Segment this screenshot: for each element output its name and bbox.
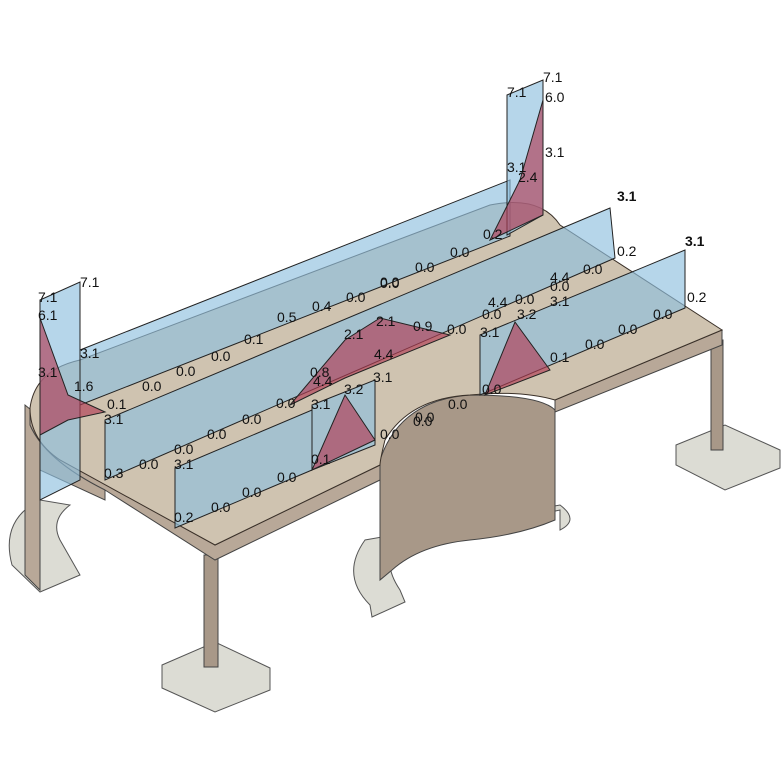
value-label: 0.0 (653, 306, 673, 322)
value-label: 0.0 (550, 278, 570, 294)
value-label: 0.2 (483, 226, 503, 242)
value-label: 3.1 (507, 159, 527, 175)
footing-right (675, 424, 781, 491)
column-front (203, 554, 219, 668)
value-label: 0.0 (448, 396, 468, 412)
value-label: 7.1 (507, 84, 527, 100)
footing-left-arc (8, 499, 81, 593)
value-label: 3.1 (617, 188, 637, 204)
value-label: 3.1 (550, 293, 570, 309)
value-label: 0.0 (515, 291, 535, 307)
value-label: 0.2 (687, 289, 707, 305)
value-label: 3.1 (174, 456, 194, 472)
value-label: 0.5 (277, 309, 297, 325)
value-label: 7.1 (38, 289, 58, 305)
value-label: 0.2 (174, 509, 194, 525)
value-label: 0.0 (211, 348, 231, 364)
value-label: 7.1 (543, 69, 563, 85)
value-label: 3.1 (80, 345, 100, 361)
value-label: 0.2 (617, 243, 637, 259)
value-label: 0.0 (618, 321, 638, 337)
value-label: 0.0 (380, 274, 400, 290)
value-label: 0.0 (242, 411, 262, 427)
diagram-labels: 7.1 7.1 6.1 3.1 3.1 1.6 0.1 3.1 0.3 0.0 … (38, 69, 707, 525)
value-label: 0.0 (413, 413, 433, 429)
value-label: 0.0 (211, 499, 231, 515)
value-label: 0.0 (415, 259, 435, 275)
value-label: 3.1 (38, 364, 58, 380)
force-diagrams (39, 79, 686, 529)
value-label: 0.0 (207, 426, 227, 442)
value-label: 4.4 (313, 373, 333, 389)
value-label: 3.1 (373, 369, 393, 385)
value-label: 0.0 (139, 456, 159, 472)
value-label: 3.1 (545, 144, 565, 160)
value-label: 0.0 (450, 244, 470, 260)
value-label: 0.0 (142, 378, 162, 394)
diagram-red-right (488, 99, 544, 242)
value-label: 0.0 (585, 336, 605, 352)
value-label: 0.0 (277, 469, 297, 485)
value-label: 0.0 (380, 426, 400, 442)
value-label: 2.4 (518, 169, 538, 185)
column-right (710, 339, 724, 451)
diagram-red-left (39, 317, 107, 436)
value-label: 3.1 (311, 396, 331, 412)
value-label: 0.0 (346, 289, 366, 305)
value-label: 0.0 (482, 381, 502, 397)
diagram-red-middle (289, 317, 452, 406)
value-label: 6.1 (38, 307, 58, 323)
value-label: 1.6 (74, 378, 94, 394)
value-label: 7.1 (80, 274, 100, 290)
value-label: 0.0 (482, 306, 502, 322)
diagram-red-right-center (484, 320, 551, 396)
value-label: 0.8 (310, 364, 330, 380)
value-label: 2.1 (376, 313, 396, 329)
value-label: 0.0 (583, 261, 603, 277)
value-label: 0.1 (107, 396, 127, 412)
columns (24, 339, 724, 668)
value-label: 3.1 (104, 411, 124, 427)
value-label: 0.1 (244, 331, 264, 347)
value-label: 4.4 (488, 294, 508, 310)
value-label: 0.4 (312, 298, 332, 314)
value-label: 0.1 (311, 451, 331, 467)
value-label: 3.2 (517, 306, 537, 322)
value-label: 0.3 (104, 465, 124, 481)
value-label: 4.4 (550, 269, 570, 285)
value-label: 0.0 (176, 363, 196, 379)
value-label: 0.0 (174, 441, 194, 457)
value-label: 0.0 (380, 275, 400, 291)
diagram-red-center (311, 393, 376, 472)
value-label: 0.1 (550, 349, 570, 365)
value-label: 0.0 (415, 409, 435, 425)
value-label: 0.0 (242, 484, 262, 500)
value-label: 6.0 (545, 89, 565, 105)
value-label: 0.0 (447, 321, 467, 337)
value-label: 3.1 (685, 233, 705, 249)
value-label: 3.2 (344, 381, 364, 397)
value-label: 0.0 (276, 395, 296, 411)
value-label: 4.4 (374, 346, 394, 362)
value-label: 2.1 (344, 326, 364, 342)
wall-center-curved (379, 394, 556, 582)
value-label: 0.9 (413, 318, 433, 334)
value-label: 3.1 (480, 324, 500, 340)
